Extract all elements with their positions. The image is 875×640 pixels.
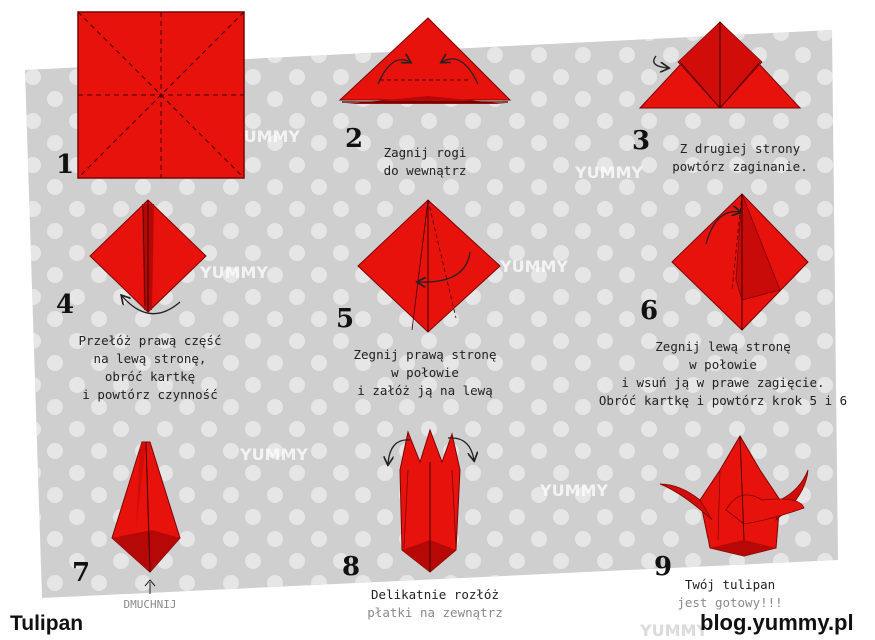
step-6-number: 6 bbox=[640, 296, 658, 326]
step-8-number: 8 bbox=[342, 552, 360, 582]
caption-line: Zegnij prawą stronę bbox=[330, 346, 520, 364]
step-9-caption: Twój tulipan jest gotowy!!! bbox=[660, 576, 800, 612]
caption-line: płatki na zewnątrz bbox=[350, 604, 520, 622]
step-3-caption: Z drugiej strony powtórz zaginanie. bbox=[650, 140, 830, 176]
step-4-caption: Przełóż prawą część na lewą stronę, obró… bbox=[50, 332, 250, 404]
caption-line: DMUCHNIJ bbox=[110, 596, 190, 614]
caption-line: i wsuń ją w prawe zagięcie. bbox=[578, 374, 868, 392]
caption-line: Zagnij rogi bbox=[360, 144, 490, 162]
step-7-number: 7 bbox=[72, 558, 90, 588]
caption-line: i załóż ją na lewą bbox=[330, 382, 520, 400]
caption-line: Twój tulipan bbox=[660, 576, 800, 594]
step-7-caption: DMUCHNIJ bbox=[110, 596, 190, 614]
caption-line: powtórz zaginanie. bbox=[650, 158, 830, 176]
footer-title: Tulipan bbox=[10, 612, 83, 636]
caption-line: Zegnij lewą stronę bbox=[578, 338, 868, 356]
step-3-number: 3 bbox=[632, 126, 650, 156]
caption-line: w połowie bbox=[330, 364, 520, 382]
step-2-caption: Zagnij rogi do wewnątrz bbox=[360, 144, 490, 180]
step-5-number: 5 bbox=[336, 304, 354, 334]
step-6-caption: Zegnij lewą stronę w połowie i wsuń ją w… bbox=[578, 338, 868, 410]
step-4-number: 4 bbox=[56, 290, 74, 320]
caption-line: Obróć kartkę i powtórz krok 5 i 6 bbox=[578, 392, 868, 410]
caption-line: Delikatnie rozłóż bbox=[350, 586, 520, 604]
caption-line: w połowie bbox=[578, 356, 868, 374]
caption-line: obróć kartkę bbox=[50, 368, 250, 386]
step-8-caption: Delikatnie rozłóż płatki na zewnątrz bbox=[350, 586, 520, 622]
caption-line: Z drugiej strony bbox=[650, 140, 830, 158]
caption-line: do wewnątrz bbox=[360, 162, 490, 180]
caption-line: Przełóż prawą część bbox=[50, 332, 250, 350]
footer-site-link[interactable]: blog.yummy.pl bbox=[700, 610, 854, 636]
step-1-number: 1 bbox=[56, 150, 74, 180]
caption-line: i powtórz czynność bbox=[50, 386, 250, 404]
caption-line: na lewą stronę, bbox=[50, 350, 250, 368]
step-5-caption: Zegnij prawą stronę w połowie i załóż ją… bbox=[330, 346, 520, 400]
